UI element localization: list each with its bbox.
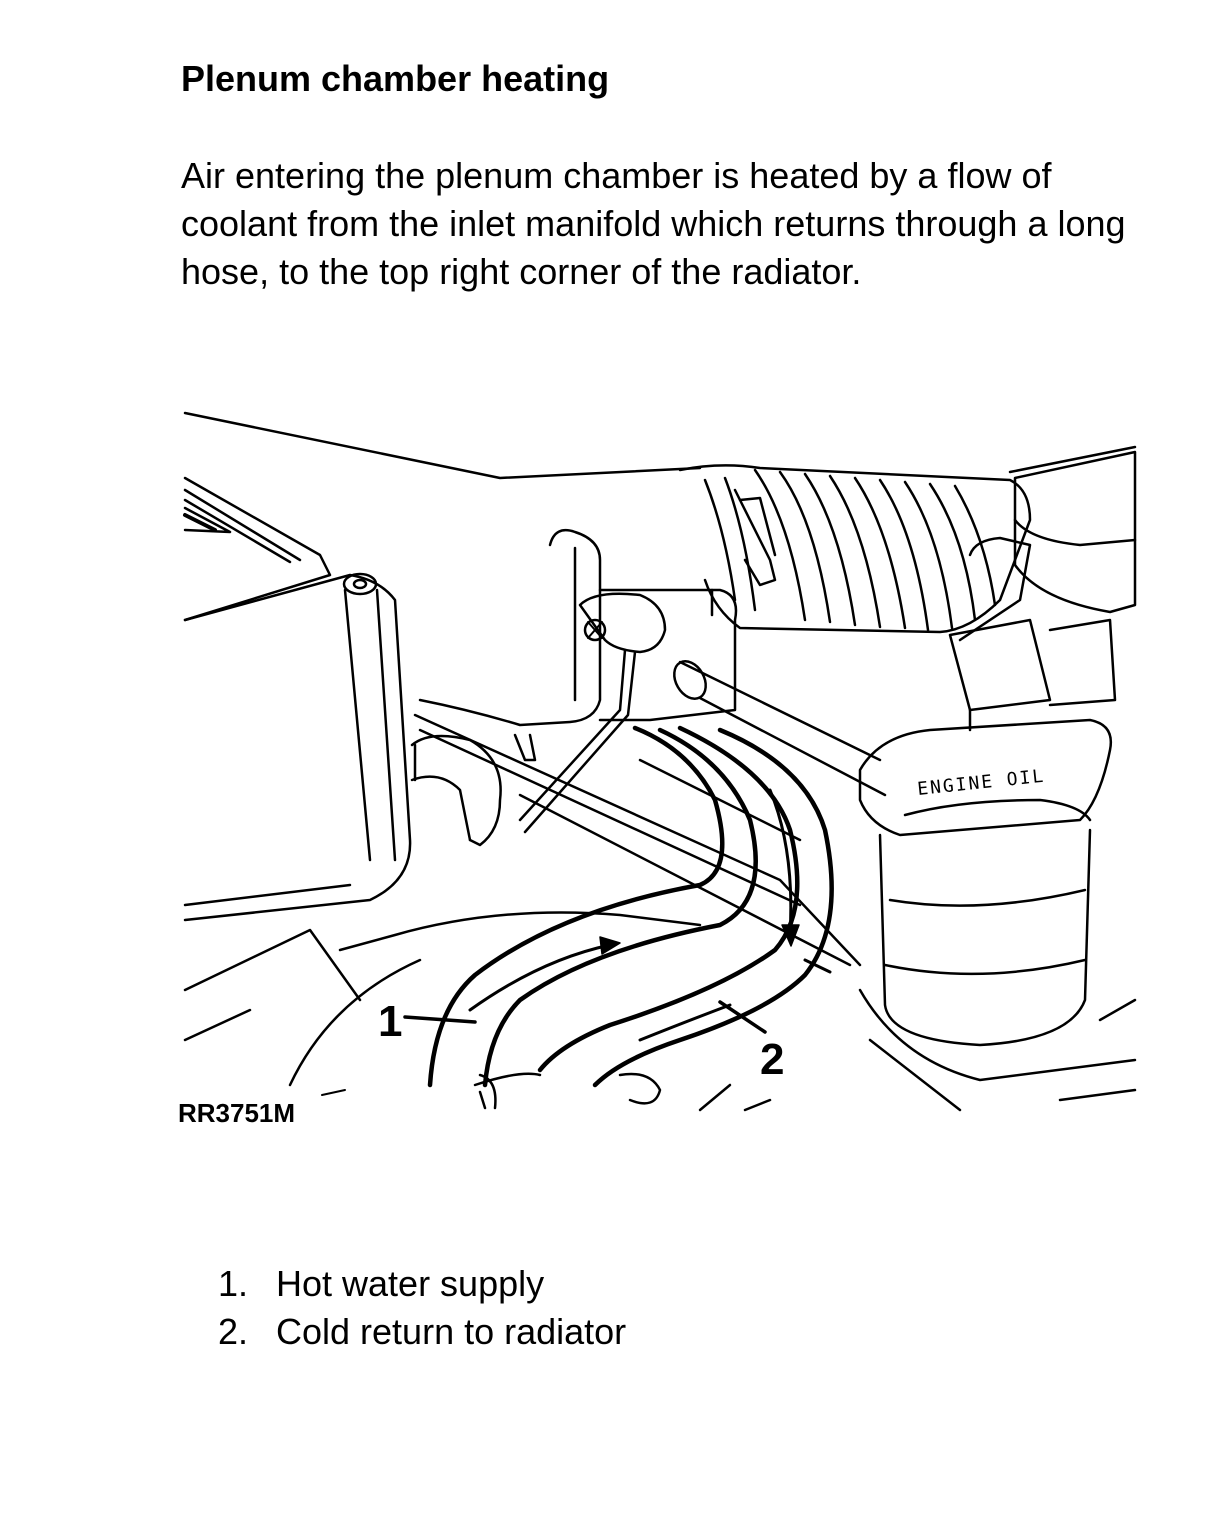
throttle-bracket xyxy=(418,528,738,834)
callout-1: 1 xyxy=(378,997,402,1046)
oil-filler: ENGINE OIL xyxy=(858,718,1137,1112)
breather-hose xyxy=(410,734,502,847)
bg-edge-right xyxy=(1008,445,1137,474)
hose-clamp xyxy=(733,488,777,587)
flow-arrow-return xyxy=(768,788,793,937)
engine-lower xyxy=(183,911,772,1112)
legend-number: 2. xyxy=(218,1311,249,1352)
legend-number: 1. xyxy=(218,1263,249,1304)
callout-2-leader xyxy=(718,1000,767,1034)
description-paragraph: Air entering the plenum chamber is heate… xyxy=(181,155,1126,292)
section-heading: Plenum chamber heating xyxy=(181,58,610,99)
air-filter-box xyxy=(948,450,1137,732)
figure-reference-code: RR3751M xyxy=(178,1098,295,1128)
plenum-box xyxy=(183,476,412,1002)
legend-text: Cold return to radiator xyxy=(276,1311,627,1352)
coolant-stub-pipe xyxy=(673,660,887,797)
flow-arrow-supply xyxy=(468,943,612,1012)
coolant-hoses xyxy=(427,725,834,1088)
legend-list: 1. Hot water supply 2. Cold return to ra… xyxy=(218,1260,626,1356)
manifold-top-edge xyxy=(183,411,702,480)
engine-illustration: ENGINE OIL xyxy=(170,395,1145,1135)
plenum-stud xyxy=(342,572,378,596)
callout-1-leader xyxy=(403,1015,477,1024)
intake-hose xyxy=(678,464,1032,634)
callout-2: 2 xyxy=(760,1035,784,1084)
legend-text: Hot water supply xyxy=(276,1263,545,1304)
legend-item: 1. Hot water supply xyxy=(218,1260,626,1308)
legend-item: 2. Cold return to radiator xyxy=(218,1308,626,1356)
oil-cap-text: ENGINE OIL xyxy=(916,766,1046,800)
